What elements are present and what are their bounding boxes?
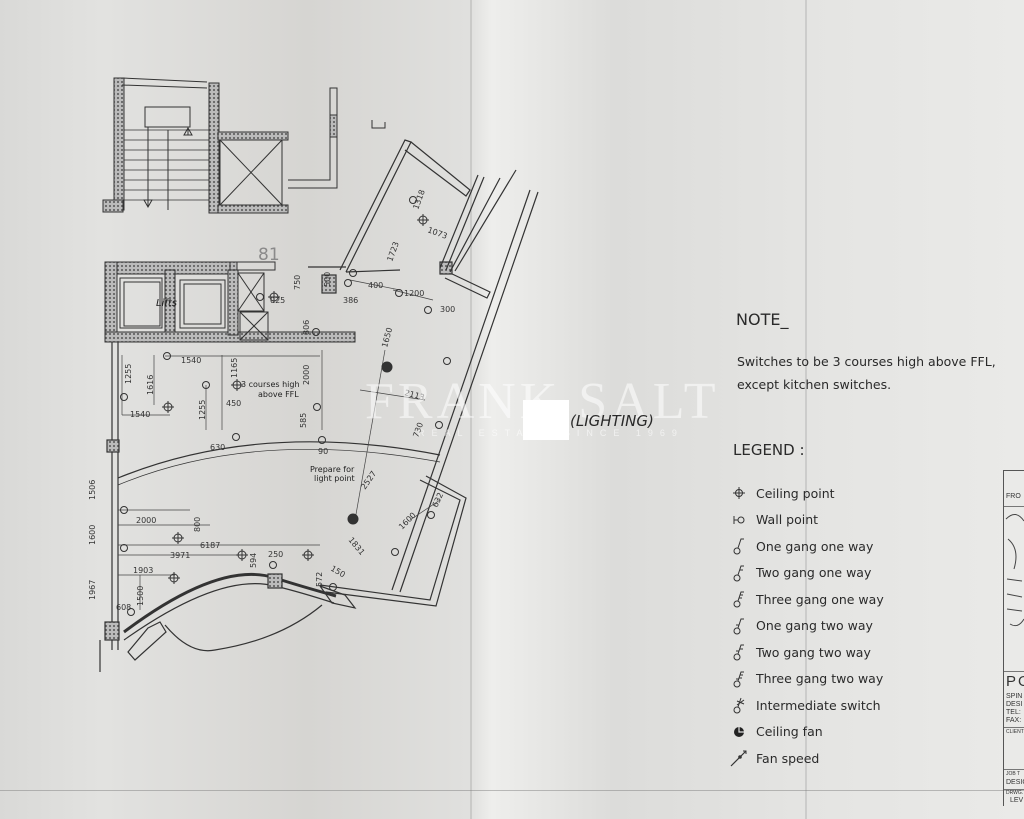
light-point-label: light point xyxy=(314,474,355,483)
title-block-job: JOB T xyxy=(1006,771,1021,777)
site-plan-thumbnail xyxy=(1005,514,1024,627)
title-block-drwg: DRWG. xyxy=(1006,790,1024,796)
title-block-line: TEL: xyxy=(1006,709,1021,716)
wall-points xyxy=(120,196,451,616)
one-gang-one-way-icon xyxy=(722,535,756,557)
legend-item: Three gang two way xyxy=(722,666,962,693)
three-gang-one-way-icon xyxy=(722,588,756,610)
svg-text:450: 450 xyxy=(226,399,241,408)
courses-high-label: 3 courses high xyxy=(241,380,300,389)
note-title: NOTE_ xyxy=(736,310,789,329)
svg-text:2000: 2000 xyxy=(136,516,156,525)
ceiling-fan-icon xyxy=(722,721,756,743)
svg-text:1255: 1255 xyxy=(124,364,133,384)
svg-text:1600: 1600 xyxy=(88,525,97,545)
svg-text:1165: 1165 xyxy=(230,358,239,378)
svg-text:1967: 1967 xyxy=(88,580,97,600)
paper-fold xyxy=(470,0,472,819)
legend-item: Ceiling fan xyxy=(722,719,962,746)
two-gang-two-way-icon xyxy=(722,641,756,663)
svg-text:2000: 2000 xyxy=(302,365,311,385)
legend-item: Two gang one way xyxy=(722,560,962,587)
svg-text:806: 806 xyxy=(302,320,311,335)
legend-title: LEGEND : xyxy=(733,441,805,459)
svg-text:632: 632 xyxy=(431,491,446,509)
apartment-walls xyxy=(99,139,539,672)
title-block-design: DESIG xyxy=(1006,779,1024,786)
title-block: FRO PO SPIN DESI TEL: FAX: CLIENT JOB T … xyxy=(1003,470,1024,806)
svg-text:1723: 1723 xyxy=(385,240,400,262)
svg-text:400: 400 xyxy=(368,281,383,290)
svg-text:1540: 1540 xyxy=(130,410,150,419)
note-text: Switches to be 3 courses high above FFL,… xyxy=(737,354,996,392)
room-number: 81 xyxy=(258,245,280,265)
two-gang-one-way-icon xyxy=(722,562,756,584)
svg-text:3971: 3971 xyxy=(170,551,190,560)
title-block-company: PO xyxy=(1006,673,1024,690)
drawing-title: (LIGHTING) xyxy=(570,412,654,430)
svg-text:386: 386 xyxy=(343,296,358,305)
redacted-block xyxy=(523,400,569,440)
svg-text:500: 500 xyxy=(323,272,332,287)
svg-text:750: 750 xyxy=(293,275,302,290)
three-gang-two-way-icon xyxy=(722,668,756,690)
svg-text:1831: 1831 xyxy=(346,536,366,557)
ceiling-fans xyxy=(347,361,393,525)
svg-text:250: 250 xyxy=(268,550,283,559)
stair-core xyxy=(102,77,386,214)
svg-text:1506: 1506 xyxy=(88,480,97,500)
legend-item: Wall point xyxy=(722,507,962,534)
svg-text:1600: 1600 xyxy=(397,511,418,532)
svg-text:2527: 2527 xyxy=(359,469,378,491)
title-block-client: CLIENT xyxy=(1006,729,1024,735)
ceiling-point-icon xyxy=(722,482,756,504)
svg-text:1200: 1200 xyxy=(404,289,424,298)
svg-text:800: 800 xyxy=(193,517,202,532)
ceiling-points xyxy=(162,214,429,584)
legend-item: Ceiling point xyxy=(722,480,962,507)
intermediate-switch-icon xyxy=(722,694,756,716)
title-block-line: SPIN xyxy=(1006,693,1023,700)
svg-text:608: 608 xyxy=(116,603,131,612)
svg-text:594: 594 xyxy=(249,553,258,568)
svg-text:025: 025 xyxy=(270,296,285,305)
legend-item: Fan speed xyxy=(722,745,962,772)
legend-item: Two gang two way xyxy=(722,639,962,666)
svg-text:1540: 1540 xyxy=(181,356,201,365)
svg-text:630: 630 xyxy=(210,443,225,452)
svg-text:1903: 1903 xyxy=(133,566,153,575)
legend-item: One gang two way xyxy=(722,613,962,640)
title-block-from: FRO xyxy=(1006,493,1021,500)
paper-fold xyxy=(805,0,807,819)
fan-speed-icon xyxy=(722,747,756,769)
svg-text:1500: 1500 xyxy=(136,586,145,606)
prepare-for-label: Prepare for xyxy=(310,465,355,474)
svg-text:1650: 1650 xyxy=(380,327,394,349)
title-block-line: DESI xyxy=(1006,701,1023,708)
legend: Ceiling point Wall point One gang one wa… xyxy=(722,480,962,772)
svg-text:585: 585 xyxy=(299,413,308,428)
svg-text:1616: 1616 xyxy=(146,375,155,395)
svg-text:90: 90 xyxy=(318,447,328,456)
lifts-label: Lifts xyxy=(156,298,178,309)
svg-text:1073: 1073 xyxy=(426,225,448,240)
paper-fold xyxy=(0,790,1024,791)
title-block-level: LEV xyxy=(1010,797,1024,804)
svg-text:572: 572 xyxy=(315,572,324,587)
legend-item: Intermediate switch xyxy=(722,692,962,719)
legend-item: One gang one way xyxy=(722,533,962,560)
svg-text:1255: 1255 xyxy=(198,400,207,420)
one-gang-two-way-icon xyxy=(722,615,756,637)
dimension-lines xyxy=(118,279,441,610)
lift-shafts xyxy=(104,261,356,343)
title-block-line: FAX: xyxy=(1006,717,1022,724)
svg-text:150: 150 xyxy=(329,564,347,579)
svg-text:6187: 6187 xyxy=(200,541,220,550)
svg-text:1318: 1318 xyxy=(411,188,426,210)
legend-item: Three gang one way xyxy=(722,586,962,613)
wall-point-icon xyxy=(722,509,756,531)
svg-text:300: 300 xyxy=(440,305,455,314)
above-ffl-label: above FFL xyxy=(258,390,299,399)
